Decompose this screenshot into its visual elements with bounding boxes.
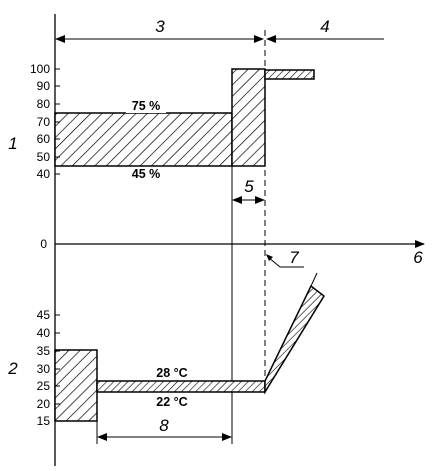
tick-30: 30 [37, 362, 51, 376]
tick-50: 50 [37, 150, 51, 164]
tick-70: 70 [37, 115, 51, 129]
leader-7 [267, 256, 304, 268]
tick-40: 40 [37, 167, 51, 181]
tick-90: 90 [37, 79, 51, 93]
temperature-lower-label: 22 °C [156, 395, 187, 409]
humidity-lower-label: 45 % [132, 167, 161, 181]
tick-15: 15 [37, 414, 51, 428]
leader-7-arrowhead [266, 254, 273, 261]
lower-tick-marks [55, 314, 60, 422]
tick-40-low: 40 [37, 326, 51, 340]
humidity-peak [231, 68, 266, 167]
temperature-band [96, 380, 266, 393]
callout-3: 3 [155, 17, 165, 36]
humidity-band [54, 112, 233, 167]
tick-20: 20 [37, 397, 51, 411]
callout-2: 2 [7, 359, 18, 378]
tick-60: 60 [37, 132, 51, 146]
zero-label: 0 [40, 237, 47, 251]
callout-7: 7 [289, 248, 299, 267]
temperature-ramp [264, 284, 325, 395]
temperature-start-block [54, 349, 98, 422]
upper-tick-marks [55, 68, 60, 175]
callout-6: 6 [413, 248, 423, 267]
tick-80: 80 [37, 97, 51, 111]
lower-tick-labels: 45 40 35 30 25 20 15 [37, 308, 51, 428]
callout-4: 4 [320, 17, 329, 36]
tick-45: 45 [37, 308, 51, 322]
tick-35: 35 [37, 344, 51, 358]
humidity-after-switch [264, 69, 315, 80]
temperature-upper-label: 28 °C [156, 366, 187, 380]
tick-100: 100 [30, 62, 50, 76]
tick-25: 25 [37, 379, 51, 393]
ramp-extension [310, 272, 318, 287]
callout-5: 5 [244, 177, 254, 196]
upper-tick-labels: 100 90 80 70 60 50 40 [30, 62, 50, 181]
humidity-upper-label: 75 % [132, 99, 161, 113]
callout-1: 1 [8, 134, 17, 153]
callout-8: 8 [159, 416, 169, 435]
